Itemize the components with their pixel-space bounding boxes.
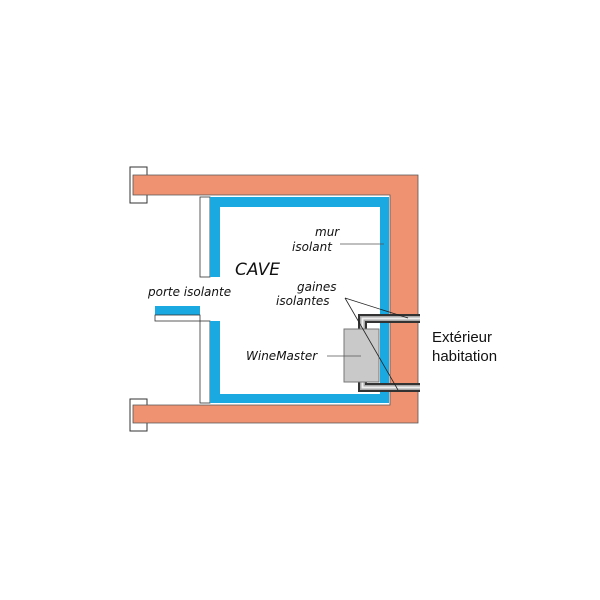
door-frame-top	[199, 196, 211, 278]
insulated-door	[155, 306, 200, 315]
door-frame-bottom	[199, 320, 211, 404]
door-white-strip	[154, 314, 201, 322]
gaines-leader-1	[344, 297, 409, 319]
gaines-leader-2	[344, 297, 399, 391]
exterieur-label-1: Extérieur	[432, 329, 493, 346]
gaines-label-1: gaines	[297, 280, 337, 294]
porte-label: porte isolante	[148, 285, 232, 299]
winemaster-unit	[343, 328, 380, 383]
exterieur-label-2: habitation	[432, 348, 498, 365]
gaines-label-2: isolantes	[276, 294, 330, 308]
mur-label-1: mur	[315, 225, 340, 239]
mur-label-2: isolant	[292, 240, 332, 254]
cave-label: CAVE	[235, 260, 281, 280]
house-wall	[132, 174, 419, 424]
winemaster-label: WineMaster	[246, 349, 318, 363]
